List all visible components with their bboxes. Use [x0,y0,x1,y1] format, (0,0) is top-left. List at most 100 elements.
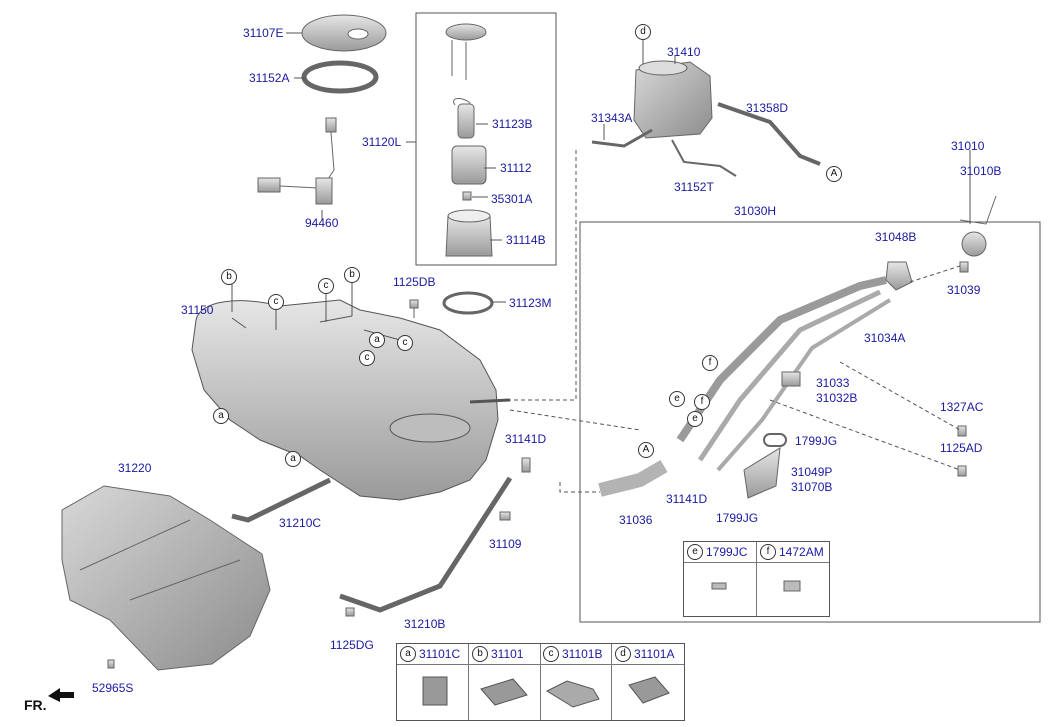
table-letter-c: c [543,646,559,662]
label-31049p[interactable]: 31049P [791,465,833,479]
solid-leaders [231,32,971,330]
table-letter-f: f [760,544,776,560]
label-31152t[interactable]: 31152T [674,180,714,194]
label-31010b[interactable]: 31010B [960,164,1002,178]
table-letter-b: b [472,646,488,662]
callout-a-3[interactable]: a [285,451,301,467]
label-31114b[interactable]: 31114B [506,233,546,247]
fuel-pump-group-frame [415,12,557,266]
strap-31210c [231,477,332,523]
table-col-divider [611,644,612,720]
table-letter-d: d [615,646,631,662]
front-arrow-icon [48,688,74,702]
callout-c-2[interactable]: c [268,294,284,310]
table-col-divider [540,644,541,720]
bolt-1125dg [345,607,355,617]
callout-capital-a-1[interactable]: A [826,166,842,182]
strap-31210b [339,476,513,613]
label-31030h[interactable]: 31030H [734,204,777,218]
label-31123b[interactable]: 31123B [492,117,533,131]
callout-a-1[interactable]: a [369,332,385,348]
table-letter-a: a [400,646,416,662]
bolt-1125db [409,299,419,318]
callout-c-4[interactable]: c [359,350,375,366]
vent-pipe [717,102,821,166]
label-31109[interactable]: 31109 [489,537,522,551]
table-letter-e: e [687,544,703,560]
table-part-1799jc[interactable]: 1799JC [706,545,748,559]
fuel-sender-unit [257,117,337,205]
label-1799jg-upper[interactable]: 1799JG [795,434,838,448]
callout-a-2[interactable]: a [213,408,229,424]
detail-table-abcd: a 31101C b 31101 c 31101B d 31101A [396,643,685,721]
label-31033[interactable]: 31033 [816,376,850,390]
label-94460[interactable]: 94460 [305,216,339,230]
label-31220[interactable]: 31220 [118,461,152,475]
label-31210b[interactable]: 31210B [404,617,446,631]
table-part-31101b[interactable]: 31101B [562,647,603,661]
callout-b-2[interactable]: b [344,267,360,283]
label-1799jg-lower[interactable]: 1799JG [716,511,759,525]
table-ef-thumbnails [711,580,801,592]
filler-neck-group-frame [579,221,1041,623]
callout-f-1[interactable]: f [702,355,718,371]
label-31343a[interactable]: 31343A [591,111,633,125]
label-31150[interactable]: 31150 [181,303,214,317]
canister [633,60,713,139]
label-1327ac[interactable]: 1327AC [940,400,984,414]
table-part-31101c[interactable]: 31101C [419,647,461,661]
label-1125ad[interactable]: 1125AD [940,441,983,455]
bolt-31109 [499,511,511,521]
leader-lines [509,150,961,493]
label-31048b[interactable]: 31048B [875,230,917,244]
callout-c-1[interactable]: c [318,278,334,294]
label-31034a[interactable]: 31034A [864,331,906,345]
table-col-divider [756,542,757,616]
clip-31141d [521,457,531,473]
label-31210c[interactable]: 31210C [279,516,322,530]
callout-b-1[interactable]: b [221,269,237,285]
label-52965s[interactable]: 52965S [92,681,134,695]
label-31152a[interactable]: 31152A [249,71,290,85]
label-31120l[interactable]: 31120L [362,135,402,149]
front-direction-label: FR. [24,697,47,713]
table-part-31101[interactable]: 31101 [491,647,524,661]
table-part-31101a[interactable]: 31101A [634,647,675,661]
label-31039[interactable]: 31039 [947,283,981,297]
label-31358d[interactable]: 31358D [746,101,789,115]
label-1125db[interactable]: 1125DB [393,275,436,289]
label-31036[interactable]: 31036 [619,513,653,527]
tank-cover-plate [301,14,387,52]
heat-protector [61,485,271,671]
label-31141d-right[interactable]: 31141D [666,492,708,506]
lock-ring [301,60,379,94]
table-part-1472am[interactable]: 1472AM [779,545,824,559]
callout-e-2[interactable]: e [687,411,703,427]
table-abcd-thumbnails [422,676,670,708]
label-31112[interactable]: 31112 [500,161,532,175]
callout-e-1[interactable]: e [669,391,685,407]
label-35301a[interactable]: 35301A [491,192,533,206]
callout-capital-a-2[interactable]: A [638,442,654,458]
table-col-divider [468,644,469,720]
fuel-pump-module [442,23,494,315]
label-31032b[interactable]: 31032B [816,391,858,405]
label-1125dg[interactable]: 1125DG [330,638,374,652]
label-31123m[interactable]: 31123M [509,296,552,310]
fuel-tank [191,299,511,501]
label-31141d-left[interactable]: 31141D [505,432,547,446]
detail-table-ef: e 1799JC f 1472AM [683,541,830,617]
label-31410[interactable]: 31410 [667,45,701,59]
vent-tube [671,139,737,177]
clip-52965s [107,659,115,669]
callout-d[interactable]: d [635,24,651,40]
callout-f-2[interactable]: f [694,394,710,410]
vapor-hose [591,128,653,148]
callout-c-3[interactable]: c [397,335,413,351]
label-31070b[interactable]: 31070B [791,480,833,494]
label-31010[interactable]: 31010 [951,139,985,153]
filler-neck [598,195,997,499]
label-31107e[interactable]: 31107E [243,26,284,40]
